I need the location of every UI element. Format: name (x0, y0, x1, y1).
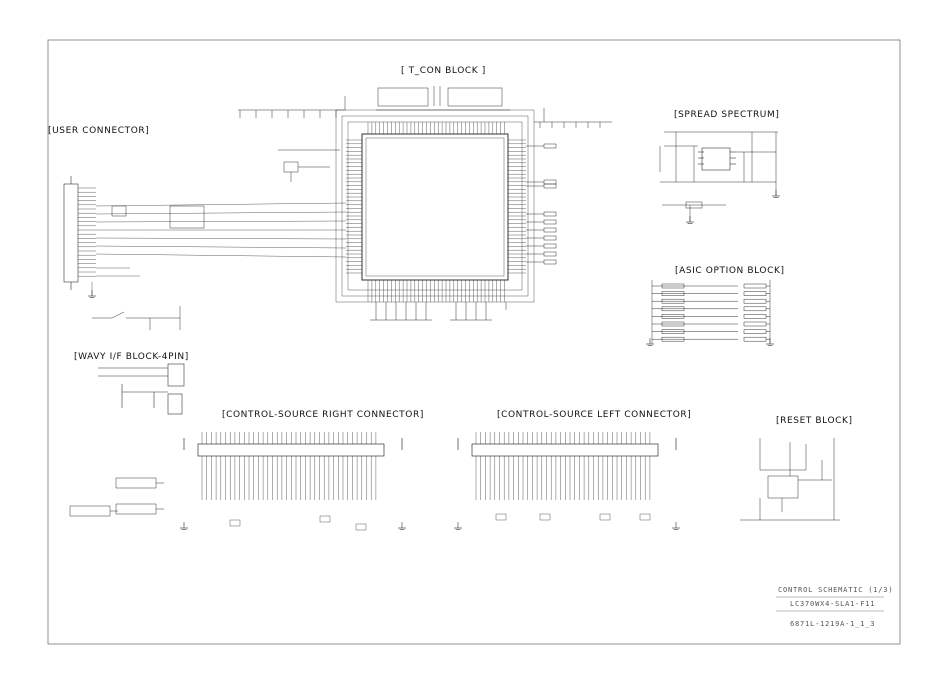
model-number: LC370WX4-SLA1-F11 (790, 600, 876, 608)
asic-top-pins (367, 122, 505, 134)
user-connector-wires (78, 187, 347, 296)
schematic-title: CONTROL SCHEMATIC (1/3) (778, 586, 894, 594)
source-connector-wires (201, 432, 651, 531)
source-right-connector (183, 438, 403, 457)
asic-right-pins (508, 139, 526, 274)
spread-spectrum-title: [SPREAD SPECTRUM] (674, 110, 780, 120)
asic-option-resistors (651, 280, 771, 344)
asic-option-title: [ASIC OPTION BLOCK] (675, 266, 785, 276)
tcon-top-right-capacitor-row (534, 108, 612, 128)
user-connector (63, 176, 79, 290)
tcon-bottom-components (370, 302, 507, 321)
tcon-top-resistor-bank (376, 86, 510, 111)
document-number: 6871L-1219A-1_1_3 (790, 620, 876, 628)
source-right-title: [CONTROL-SOURCE RIGHT CONNECTOR] (222, 410, 424, 420)
asic-left-pins (346, 139, 362, 274)
sheet-border (47, 39, 901, 645)
tcon-oscillator (278, 149, 340, 182)
asic-bottom-pins (367, 280, 505, 302)
source-left-title: [CONTROL-SOURCE LEFT CONNECTOR] (497, 410, 692, 420)
tcon-block-title: [ T_CON BLOCK ] (401, 66, 486, 76)
spread-spectrum-chip (698, 147, 736, 171)
wavy-if-title: [WAVY I/F BLOCK-4PIN] (74, 352, 189, 362)
tcon-output-signals (526, 143, 557, 265)
title-block-lines (776, 596, 884, 612)
user-resistor-array (111, 205, 205, 229)
reset-block (740, 438, 840, 521)
reset-block-title: [RESET BLOCK] (776, 416, 853, 426)
tcon-asic-chip (361, 133, 509, 281)
tcon-top-left-capacitor-row (238, 96, 346, 118)
source-left-connector (457, 438, 677, 457)
wavy-connector (98, 363, 185, 415)
spread-spectrum-wiring (659, 131, 778, 222)
ground-symbols (88, 190, 780, 530)
tcon-surround-traces (335, 109, 535, 303)
bottom-left-components (69, 477, 164, 517)
user-power-switch (92, 306, 181, 330)
user-connector-title: [USER CONNECTOR] (48, 126, 150, 136)
